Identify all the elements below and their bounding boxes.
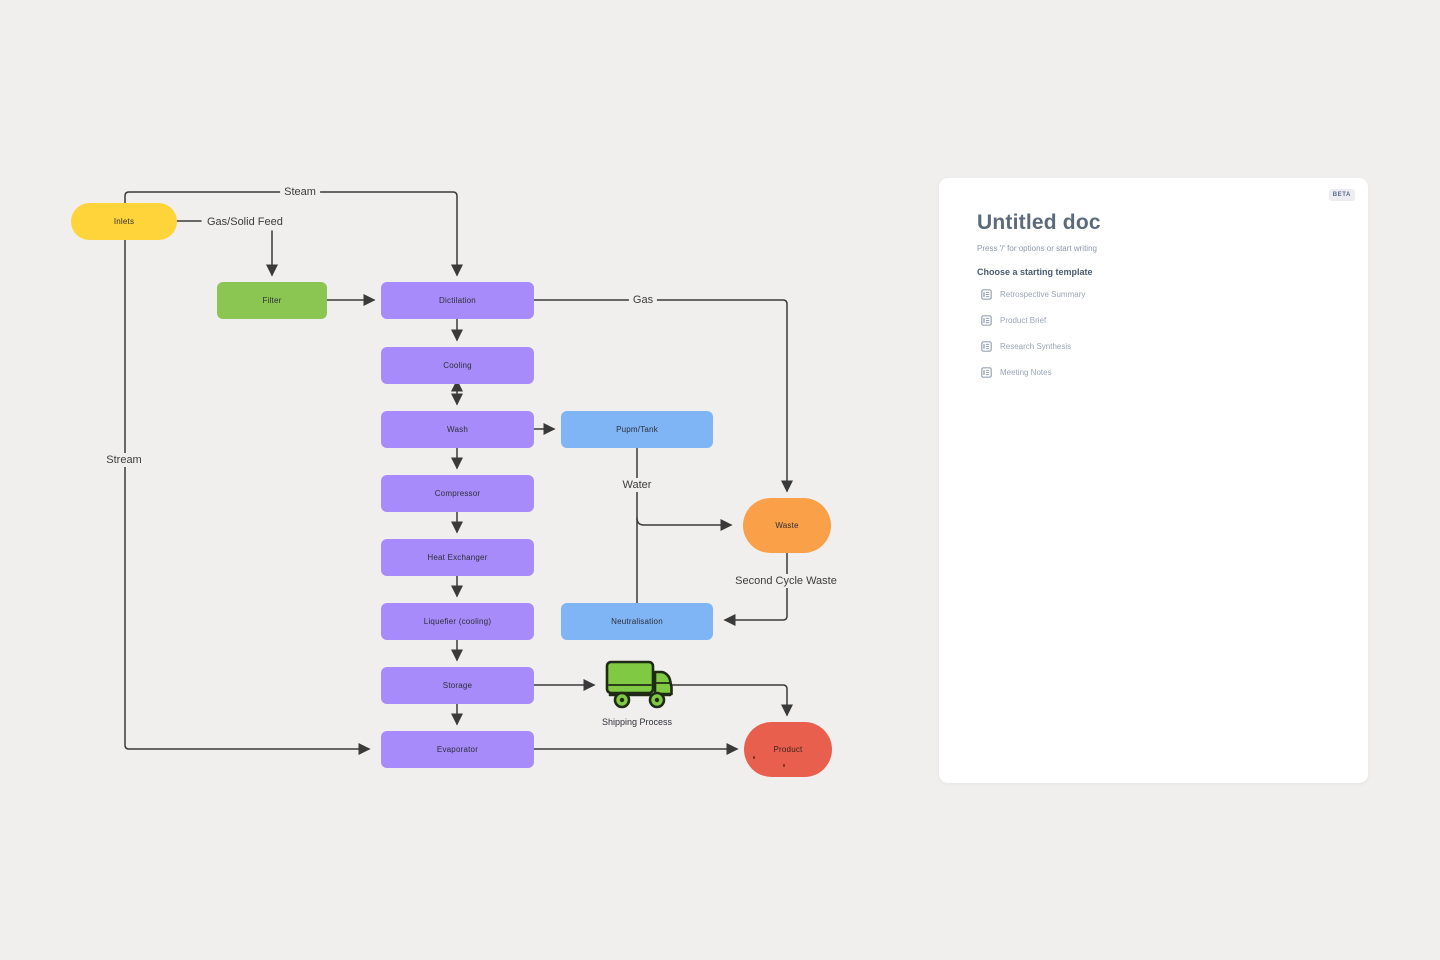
node-heat-exchanger[interactable]: Heat Exchanger <box>381 539 534 576</box>
edge-label-steam[interactable]: Steam <box>280 185 320 199</box>
product-stray-mark <box>783 764 785 767</box>
template-meeting-notes[interactable]: Meeting Notes <box>981 364 1085 380</box>
node-liquefier[interactable]: Liquefier (cooling) <box>381 603 534 640</box>
document-icon <box>981 366 992 378</box>
beta-badge: BETA <box>1328 189 1355 201</box>
node-neutralisation[interactable]: Neutralisation <box>561 603 713 640</box>
node-waste[interactable]: Waste <box>743 498 831 553</box>
edge-label-water[interactable]: Water <box>618 478 656 492</box>
edge-label-stream[interactable]: Stream <box>102 453 146 467</box>
node-compressor[interactable]: Compressor <box>381 475 534 512</box>
edge-label-gas[interactable]: Gas <box>628 293 658 307</box>
template-label: Research Synthesis <box>1000 341 1072 351</box>
document-icon <box>981 314 992 326</box>
doc-editor-placeholder[interactable]: Press '/' for options or start writing <box>977 244 1097 253</box>
template-label: Retrospective Summary <box>1000 289 1086 299</box>
template-retrospective-summary[interactable]: Retrospective Summary <box>981 286 1085 302</box>
doc-title[interactable]: Untitled doc <box>977 211 1101 234</box>
node-dictilation[interactable]: Dictilation <box>381 282 534 319</box>
templates-heading: Choose a starting template <box>977 267 1093 277</box>
node-wash[interactable]: Wash <box>381 411 534 448</box>
template-research-synthesis[interactable]: Research Synthesis <box>981 338 1085 354</box>
document-icon <box>981 288 992 300</box>
shipping-process-group[interactable]: Shipping Process <box>598 658 676 727</box>
document-icon <box>981 340 992 352</box>
node-product[interactable]: Product <box>744 722 832 777</box>
template-list: Retrospective Summary Product Brief Rese… <box>981 286 1085 390</box>
node-inlets[interactable]: Inlets <box>71 203 177 240</box>
product-stray-mark <box>753 756 755 759</box>
node-evaporator[interactable]: Evaporator <box>381 731 534 768</box>
doc-panel: BETA Untitled doc Press '/' for options … <box>939 178 1368 783</box>
edge-label-gas-solid-feed[interactable]: Gas/Solid Feed <box>203 215 287 229</box>
node-filter[interactable]: Filter <box>217 282 327 319</box>
template-product-brief[interactable]: Product Brief <box>981 312 1085 328</box>
shipping-process-label: Shipping Process <box>601 717 673 727</box>
node-pump-tank[interactable]: Pupm/Tank <box>561 411 713 448</box>
template-label: Meeting Notes <box>1000 367 1052 377</box>
node-storage[interactable]: Storage <box>381 667 534 704</box>
template-label: Product Brief <box>1000 315 1047 325</box>
edge-label-second-cycle-waste[interactable]: Second Cycle Waste <box>731 574 841 588</box>
truck-icon <box>605 660 673 709</box>
node-cooling[interactable]: Cooling <box>381 347 534 384</box>
